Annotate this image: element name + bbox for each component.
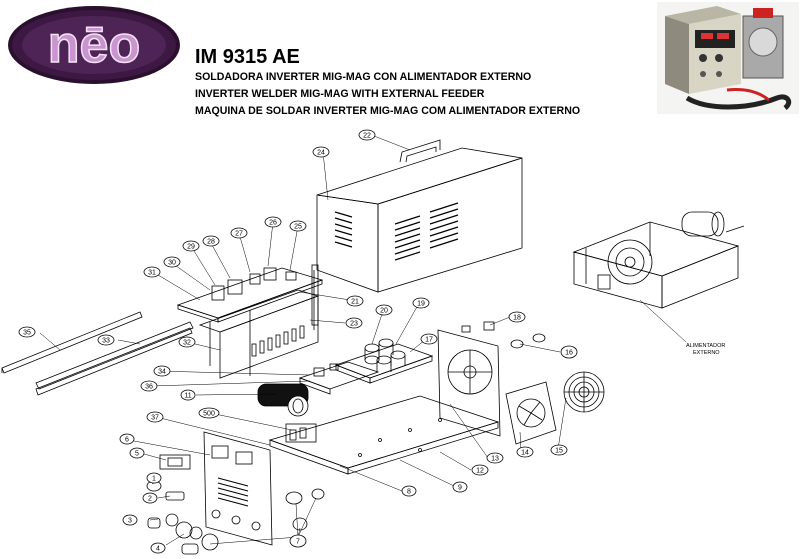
callout-31: 31 (143, 266, 161, 278)
callout-7: 7 (289, 534, 307, 548)
callout-18: 18 (508, 311, 526, 323)
svg-text:15: 15 (555, 448, 563, 455)
svg-text:34: 34 (158, 369, 166, 376)
part-8-base (268, 395, 500, 475)
callout-32: 32 (178, 336, 196, 348)
svg-text:23: 23 (350, 321, 358, 328)
callout-23: 23 (345, 317, 363, 329)
svg-text:5: 5 (135, 451, 139, 458)
product-photo (657, 2, 799, 114)
neo-logo: nēo (6, 4, 182, 86)
feeder-label-2: EXTERNO (693, 350, 720, 356)
svg-text:36: 36 (145, 384, 153, 391)
callout-10: 16 (560, 345, 578, 359)
svg-text:37: 37 (151, 415, 159, 422)
callout-24: 24 (312, 146, 330, 158)
callout-15: 15 (550, 444, 568, 456)
callout-26: 26 (264, 216, 282, 228)
svg-text:17: 17 (425, 337, 433, 344)
callouts: 1 2 3 4 5 6 7 8 9 16 11 12 13 14 15 17 1… (18, 129, 578, 554)
svg-text:7: 7 (296, 539, 300, 546)
svg-text:12: 12 (476, 468, 484, 475)
part-14-fan (505, 381, 557, 445)
callout-6: 6 (119, 433, 135, 445)
svg-text:25: 25 (294, 224, 302, 231)
callout-20: 20 (375, 304, 393, 316)
callout-14: 14 (516, 446, 534, 458)
part-11-transformer (257, 383, 309, 417)
svg-text:8: 8 (407, 489, 411, 496)
subtitle-pt: MAQUINA DE SOLDAR INVERTER MIG-MAG COM A… (195, 105, 581, 117)
model-title: IM 9315 AE (195, 46, 300, 68)
svg-text:21: 21 (351, 299, 359, 306)
svg-text:22: 22 (363, 133, 371, 140)
callout-36: 36 (140, 380, 158, 392)
callout-4: 4 (150, 542, 166, 554)
svg-text:500: 500 (203, 411, 215, 418)
leader-lines (39, 135, 687, 546)
part-front-panel (159, 423, 317, 546)
callout-12: 12 (471, 464, 489, 476)
callout-500: 500 (198, 407, 220, 419)
part-34-36-board (298, 361, 380, 395)
callout-30: 30 (163, 256, 181, 268)
svg-text:13: 13 (491, 456, 499, 463)
svg-text:nēo: nēo (48, 16, 140, 74)
pcb-assembly (176, 264, 324, 379)
svg-text:3: 3 (128, 518, 132, 525)
callout-19: 19 (412, 297, 430, 309)
callout-21: 21 (346, 295, 364, 307)
subtitle-es: SOLDADORA INVERTER MIG-MAG CON ALIMENTAD… (195, 71, 532, 83)
svg-text:27: 27 (235, 231, 243, 238)
callout-29: 29 (182, 240, 200, 252)
svg-text:9: 9 (458, 485, 462, 492)
svg-text:33: 33 (102, 338, 110, 345)
part-22-cover (316, 139, 523, 293)
svg-text:18: 18 (513, 315, 521, 322)
part-17-rear-panel (437, 321, 546, 437)
callout-9: 9 (452, 481, 468, 493)
svg-text:29: 29 (187, 244, 195, 251)
callout-25: 25 (289, 220, 307, 232)
svg-text:16: 16 (565, 350, 573, 357)
callout-37: 37 (146, 411, 164, 423)
svg-text:30: 30 (168, 260, 176, 267)
svg-text:31: 31 (148, 270, 156, 277)
callout-33: 33 (97, 334, 115, 346)
svg-text:19: 19 (417, 301, 425, 308)
svg-text:32: 32 (183, 340, 191, 347)
callout-1: 1 (146, 472, 162, 484)
callout-5: 5 (129, 447, 145, 459)
svg-text:20: 20 (380, 308, 388, 315)
callout-2: 2 (142, 492, 158, 504)
svg-text:2: 2 (148, 496, 152, 503)
callout-35: 35 (18, 326, 36, 338)
callout-34: 34 (153, 365, 171, 377)
svg-text:35: 35 (23, 330, 31, 337)
svg-text:26: 26 (269, 220, 277, 227)
callout-11: 11 (180, 389, 196, 401)
svg-text:24: 24 (317, 150, 325, 157)
callout-17: 17 (420, 333, 438, 345)
svg-text:11: 11 (184, 393, 191, 400)
svg-text:1: 1 (152, 476, 156, 483)
svg-text:6: 6 (125, 437, 129, 444)
callout-13: 13 (486, 452, 504, 464)
subtitle-en: INVERTER WELDER MIG-MAG WITH EXTERNAL FE… (195, 88, 485, 100)
callout-27: 27 (230, 227, 248, 239)
callout-8: 8 (401, 485, 417, 497)
svg-text:14: 14 (521, 450, 529, 457)
callout-28: 28 (202, 235, 220, 247)
part-15-grill (563, 371, 605, 413)
external-feeder-drawing (572, 211, 745, 309)
callout-22: 22 (358, 129, 376, 141)
part-35-strip (1, 311, 143, 374)
svg-text:4: 4 (156, 546, 160, 553)
part-33-strip (35, 321, 194, 396)
callout-3: 3 (122, 514, 138, 526)
feeder-label-1: ALIMENTADOR (686, 343, 725, 349)
svg-text:28: 28 (207, 239, 215, 246)
